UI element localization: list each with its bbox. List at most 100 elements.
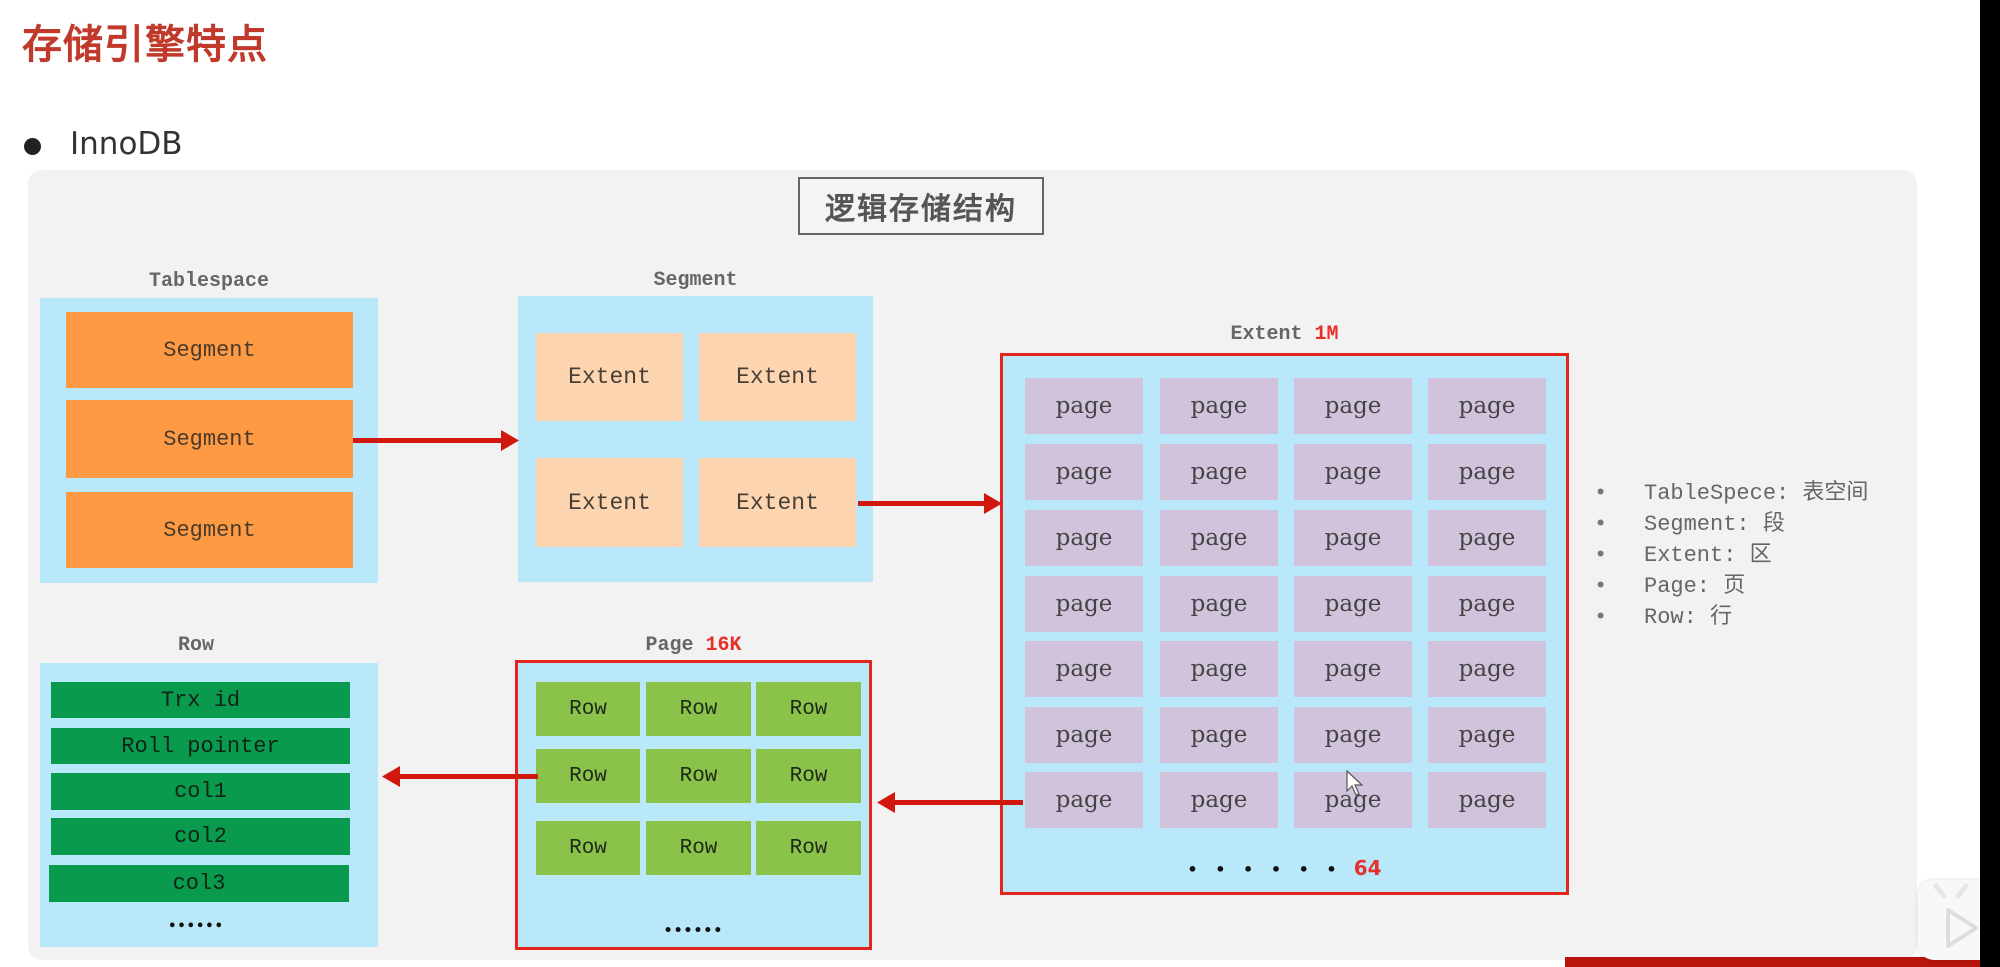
video-letterbox-bar (1980, 0, 2000, 967)
page-cell: page (1294, 576, 1412, 632)
page-cell: page (1428, 707, 1546, 763)
bullet-innodb: InnoDB (70, 126, 183, 162)
page-cell: page (1428, 378, 1546, 434)
legend-item: • Extent: 区 (1594, 540, 1868, 571)
page-cell: page (1428, 444, 1546, 500)
page-cell: page (1294, 510, 1412, 566)
arrow-tablespace-to-segment (353, 428, 521, 452)
tablespace-segment: Segment (66, 400, 353, 478)
legend-bullet-icon: • (1594, 605, 1608, 630)
page-cell: page (1428, 510, 1546, 566)
row-ellipsis: •••••• (168, 919, 224, 934)
page-ellipsis: •••••• (663, 923, 724, 939)
page-label-text: Page (645, 634, 694, 657)
legend-list: •TableSpece: 表空间 •Segment: 段 •Extent: 区 … (1594, 478, 1868, 633)
page-cell: page (1025, 772, 1143, 828)
arrow-left-icon (382, 766, 538, 787)
page-cell: page (1428, 576, 1546, 632)
tablespace-box: Segment Segment Segment (40, 298, 378, 583)
legend-text: Page: 页 (1644, 574, 1746, 599)
legend-item: • Segment: 段 (1594, 509, 1868, 540)
row-field: col2 (51, 818, 350, 855)
legend-text: Extent: 区 (1644, 543, 1772, 568)
segment-box: Extent Extent Extent Extent (518, 296, 873, 582)
row-field: col3 (49, 865, 349, 902)
page-cell: page (1160, 772, 1278, 828)
legend-item: • Page: 页 (1594, 571, 1868, 602)
legend-bullet-icon: • (1594, 512, 1608, 537)
row-field: col1 (51, 773, 350, 810)
arrow-page-to-row (380, 764, 538, 788)
page-cell: page (1025, 444, 1143, 500)
row-cell: Row (756, 749, 861, 803)
page-cell: page (1294, 444, 1412, 500)
bullet-dot-icon (24, 138, 41, 155)
segment-extent: Extent (699, 333, 856, 421)
extent-footer: • • • • • • 64 (1003, 856, 1566, 880)
page-cell: page (1160, 576, 1278, 632)
segment-extent: Extent (536, 333, 683, 421)
page-cell: page (1025, 576, 1143, 632)
legend-text: TableSpece: 表空间 (1644, 481, 1869, 506)
legend-text: Segment: 段 (1644, 512, 1785, 537)
segment-label: Segment (653, 269, 738, 292)
page-cell: page (1428, 772, 1546, 828)
mouse-cursor-icon (1346, 769, 1364, 800)
page-cell: page (1160, 707, 1278, 763)
extent-label-text: Extent (1230, 323, 1303, 346)
segment-extent: Extent (536, 458, 683, 547)
legend-bullet-icon: • (1594, 481, 1608, 506)
page-size: 16K (705, 634, 742, 657)
page-cell: page (1025, 510, 1143, 566)
extent-ellipsis: • • • • • • (1187, 860, 1343, 879)
legend-item: • Row: 行 (1594, 602, 1868, 633)
row-cell: Row (756, 821, 861, 875)
page-cell: page (1025, 641, 1143, 697)
page-cell: page (1294, 641, 1412, 697)
tablespace-segment: Segment (66, 492, 353, 568)
extent-box: page page page page page page page page page page… (1000, 353, 1569, 895)
page-cell: page (1160, 510, 1278, 566)
play-icon (1933, 883, 1978, 948)
arrow-extent-to-page (875, 790, 1023, 814)
tablespace-segment: Segment (66, 312, 353, 388)
extent-page-count: 64 (1353, 856, 1382, 880)
row-cell: Row (756, 682, 861, 736)
arrow-segment-to-extent (858, 491, 1003, 515)
row-cell: Row (646, 821, 751, 875)
page-cell: page (1025, 378, 1143, 434)
arrow-right-icon (353, 430, 519, 451)
arrow-right-icon (858, 493, 1002, 514)
diagram-caption: 逻辑存储结构 (798, 177, 1044, 235)
row-field: Roll pointer (51, 728, 350, 764)
bottom-banner (1565, 957, 1980, 967)
page-cell: page (1294, 707, 1412, 763)
row-cell: Row (536, 749, 640, 803)
row-cell: Row (646, 749, 751, 803)
segment-extent: Extent (699, 458, 856, 547)
extent-label: Extent 1M (1000, 323, 1569, 346)
row-cell: Row (646, 682, 751, 736)
legend-bullet-icon: • (1594, 574, 1608, 599)
legend-text: Row: 行 (1644, 605, 1733, 630)
legend-bullet-icon: • (1594, 543, 1608, 568)
tablespace-label: Tablespace (148, 270, 270, 293)
row-field: Trx id (51, 682, 350, 718)
row-box: Trx id Roll pointer col1 col2 col3 •••••… (40, 663, 378, 947)
legend-item: • TableSpece: 表空间 (1594, 478, 1868, 509)
row-cell: Row (536, 821, 640, 875)
extent-size: 1M (1314, 323, 1339, 346)
page-cell: page (1160, 378, 1278, 434)
page-cell: page (1428, 641, 1546, 697)
arrow-left-icon (877, 792, 1023, 813)
slide-title: 存储引擎特点 (22, 22, 268, 68)
page-cell: page (1160, 641, 1278, 697)
tv-play-button[interactable] (1918, 880, 1980, 960)
page-cell: page (1294, 378, 1412, 434)
row-cell: Row (536, 682, 640, 736)
page-cell: page (1025, 707, 1143, 763)
page-cell: page (1160, 444, 1278, 500)
row-label: Row (177, 634, 214, 657)
page-label: Page 16K (515, 634, 872, 657)
